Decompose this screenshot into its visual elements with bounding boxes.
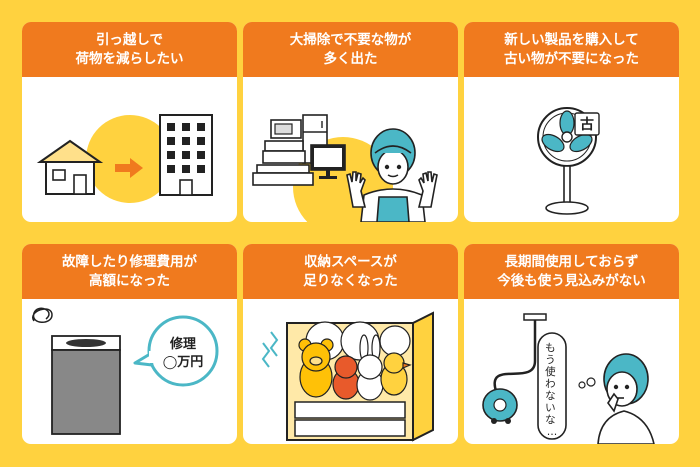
card-title-line1: 収納スペースが: [304, 253, 397, 270]
woman-figure: [360, 128, 426, 222]
card-new-product: 新しい製品を購入して 古い物が不要になった 古: [464, 22, 679, 222]
thought-dots: [578, 377, 596, 389]
card-title-line2: 足りなくなった: [303, 272, 398, 289]
scribble-icon: [32, 307, 53, 323]
speech-bubble: も う 使 わ な い な …: [537, 332, 567, 440]
cleaning-illustration: [252, 114, 438, 222]
bubble-text-repair: 修理: [169, 336, 196, 352]
washing-machine-icon: [51, 335, 121, 435]
new-product-illustration: 古: [537, 107, 600, 215]
printer-icon: [252, 164, 314, 186]
card-title-line2: 高額になった: [89, 272, 170, 289]
fan-icon: [537, 107, 597, 215]
card-header: 長期間使用しておらず 今後も使う見込みがない: [464, 244, 679, 299]
card-header: 大掃除で不要な物が 多く出た: [243, 22, 458, 77]
card-header: 新しい製品を購入して 古い物が不要になった: [464, 22, 679, 77]
monitor-icon: [310, 144, 346, 179]
card-title-line2: 今後も使う見込みがない: [497, 272, 646, 289]
rabbit-icon: [356, 334, 384, 401]
unused-illustration: も う 使 わ な い な …: [482, 313, 655, 444]
old-tag-label: 古: [574, 112, 600, 136]
card-title-line1: 大掃除で不要な物が: [289, 31, 412, 48]
red-bear-icon: [332, 355, 360, 400]
rice-cooker-icon: [262, 140, 306, 164]
old-tag-text: 古: [580, 116, 594, 133]
card-title-line1: 故障したり修理費用が: [62, 253, 197, 270]
card-title-line2: 荷物を減らしたい: [75, 50, 184, 67]
card-unused: 長期間使用しておらず 今後も使う見込みがない も う 使 わ な: [464, 244, 679, 444]
card-header: 故障したり修理費用が 高額になった: [22, 244, 237, 299]
card-moving: 引っ越しで 荷物を減らしたい: [22, 22, 237, 222]
card-header: 収納スペースが 足りなくなった: [243, 244, 458, 299]
bubble-text-cost: ◯万円: [163, 355, 204, 370]
raised-hands: [346, 171, 438, 208]
repair-cost-bubble: 修理 ◯万円: [133, 315, 219, 387]
repair-illustration: 修理 ◯万円: [32, 307, 219, 435]
card-title-line1: 引っ越しで: [95, 31, 164, 48]
card-title-line2: 古い物が不要になった: [504, 50, 639, 67]
microwave-icon: [270, 119, 302, 139]
speech-text: も う 使 わ な い な …: [545, 342, 559, 438]
teddy-bear-icon: [298, 338, 334, 398]
card-repair: 故障したり修理費用が 高額になった 修理 ◯万円: [22, 244, 237, 444]
card-header: 引っ越しで 荷物を減らしたい: [22, 22, 237, 77]
card-title-line2: 多く出た: [323, 50, 378, 67]
building-icon: [159, 114, 213, 196]
card-title-line1: 新しい製品を購入して: [504, 31, 639, 48]
vacuum-cleaner-icon: [482, 313, 547, 424]
arrow-right-icon: [115, 158, 143, 178]
card-title-line1: 長期間使用しておらず: [504, 253, 639, 270]
moving-illustration: [36, 114, 213, 203]
thinking-woman: [597, 353, 655, 444]
card-storage: 収納スペースが 足りなくなった: [243, 244, 458, 444]
storage-illustration: [261, 311, 434, 442]
chick-icon: [380, 352, 412, 396]
house-icon: [36, 139, 104, 195]
card-cleaning: 大掃除で不要な物が 多く出た: [243, 22, 458, 222]
